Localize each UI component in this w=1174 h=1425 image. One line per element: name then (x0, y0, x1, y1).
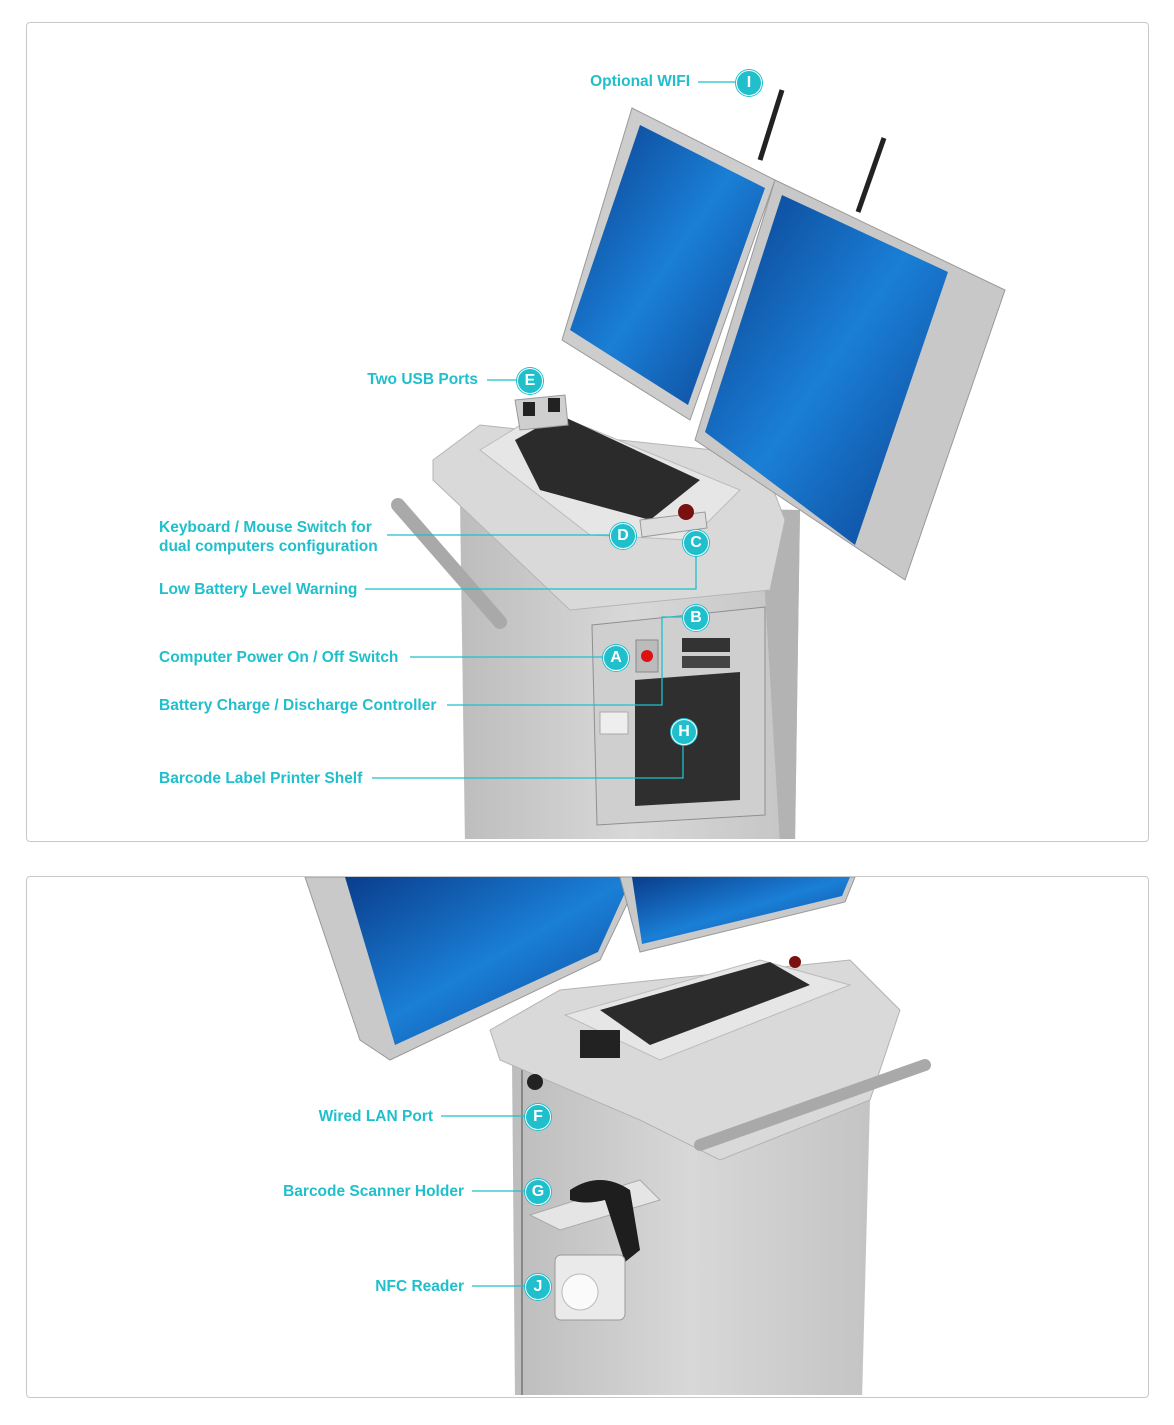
callout-label-low-battery: Low Battery Level Warning (159, 581, 358, 598)
side-view-panel (26, 876, 1149, 1398)
front-view-kiosk (391, 89, 1006, 839)
callout-label-scanner-holder: Barcode Scanner Holder (283, 1183, 464, 1200)
callout-badge-e: E (517, 368, 543, 394)
side-view-kiosk (304, 877, 931, 1395)
callout-badge-b: B (683, 605, 709, 631)
callout-label-nfc-reader: NFC Reader (375, 1278, 464, 1295)
callout-badge-j: J (525, 1274, 551, 1300)
callout-label-battery-controller: Battery Charge / Discharge Controller (159, 697, 437, 714)
callout-badge-h: H (671, 719, 697, 745)
callout-badge-a: A (603, 645, 629, 671)
callout-label-lan-port: Wired LAN Port (318, 1108, 433, 1125)
callout-label-kvm-switch-line2: dual computers configuration (159, 538, 378, 555)
callout-badge-i: I (736, 70, 762, 96)
callout-lines (365, 81, 737, 1287)
callout-badge-d: D (610, 523, 636, 549)
callout-label-kvm-switch-line1: Keyboard / Mouse Switch for (159, 519, 372, 536)
callout-badge-c: C (683, 530, 709, 556)
callout-label-usb-ports: Two USB Ports (367, 371, 478, 388)
callout-label-power-switch: Computer Power On / Off Switch (159, 649, 399, 666)
front-view-panel (26, 22, 1149, 842)
callout-label-optional-wifi: Optional WIFI (590, 73, 690, 90)
callout-label-printer-shelf: Barcode Label Printer Shelf (159, 770, 363, 787)
callout-badge-f: F (525, 1104, 551, 1130)
callout-badge-g: G (525, 1179, 551, 1205)
